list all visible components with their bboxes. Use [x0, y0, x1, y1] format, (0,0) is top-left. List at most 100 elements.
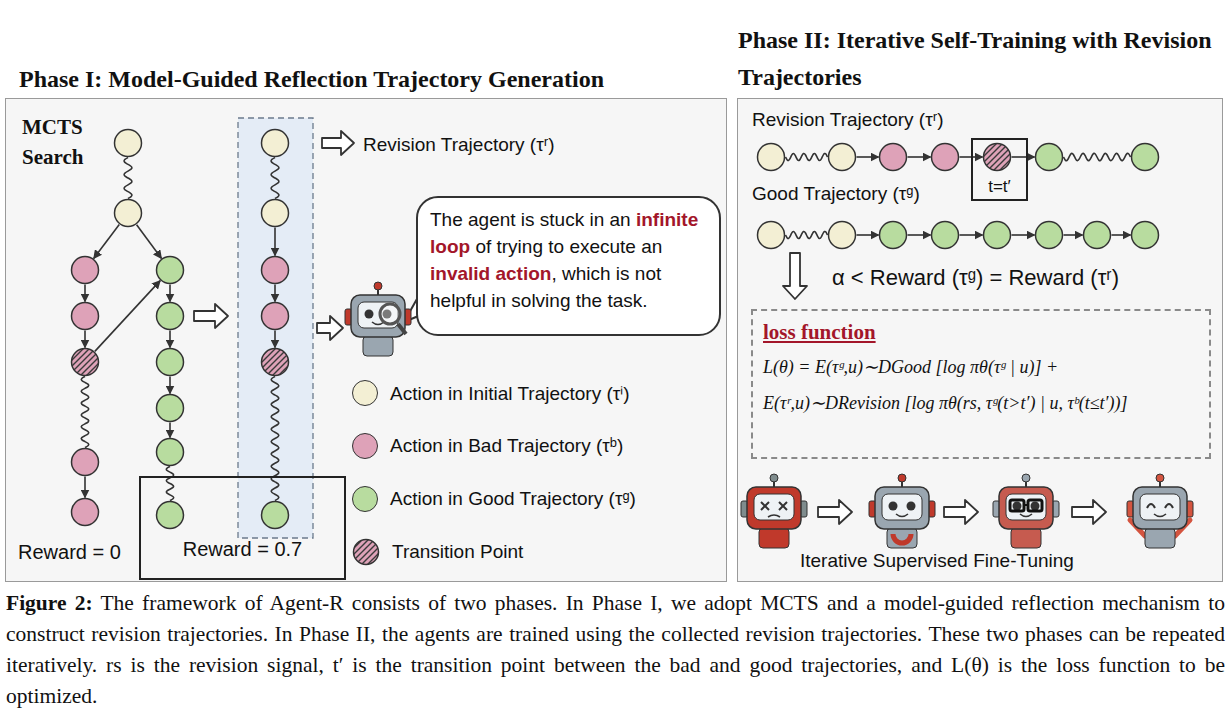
robot-face — [1140, 494, 1180, 520]
robot-antenna-tip — [770, 474, 778, 482]
robot-icon — [1127, 474, 1193, 548]
action-node — [1036, 222, 1063, 249]
action-node — [157, 303, 184, 330]
trajectory-label: Revision Trajectory (τʳ) — [752, 108, 944, 132]
robot-mouth — [896, 514, 908, 517]
legend-item: Action in Bad Trajectory (τᵇ) — [352, 419, 636, 472]
legend-text: Action in Bad Trajectory (τᵇ) — [390, 435, 623, 457]
condition-label: α < Reward (τᵍ) = Reward (τʳ) — [832, 264, 1119, 292]
reward-text: Reward = 0.7 — [141, 538, 344, 561]
step-arrow — [1064, 234, 1083, 236]
robot-antenna-tip — [374, 282, 382, 290]
reward-label: Reward = 0 — [18, 540, 121, 564]
wavy-link — [1064, 153, 1131, 160]
robot-body — [1011, 528, 1041, 548]
panel-heading: Phase I: Model-Guided Reflection Traject… — [19, 61, 604, 98]
step-arrow — [1012, 234, 1035, 236]
robot-icon — [345, 282, 411, 356]
step-arrow — [84, 331, 86, 348]
action-node — [932, 222, 959, 249]
action-node — [758, 222, 785, 249]
step-arrow — [1112, 234, 1131, 236]
robot-body — [363, 336, 393, 356]
action-node — [157, 349, 184, 376]
robot-body — [1145, 528, 1175, 548]
robot-face — [1006, 494, 1046, 520]
robot-glasses — [1024, 504, 1028, 506]
action-node — [262, 200, 289, 227]
action-node — [984, 222, 1011, 249]
legend-swatch — [352, 538, 380, 566]
reward-box: Reward = 0.7 — [139, 476, 346, 580]
action-node — [932, 144, 959, 171]
loss-text: L(θ) = E(τᵍ,u)∼DGood [log πθ(τᵍ | u)] + — [763, 353, 1199, 381]
hollow-arrow — [194, 304, 228, 328]
wavy-link — [786, 153, 828, 160]
robot-icon — [993, 474, 1059, 548]
caption-lead: Figure 2: — [6, 591, 93, 615]
action-node — [262, 257, 289, 284]
step-arrow — [94, 225, 120, 259]
action-node — [157, 502, 184, 529]
action-node — [829, 222, 856, 249]
robot-mouth — [768, 515, 780, 517]
transition-swatch — [354, 539, 379, 564]
robot-body — [887, 528, 917, 548]
robot-icon — [741, 474, 807, 548]
legend-text: Action in Initial Trajectory (τⁱ) — [390, 380, 630, 406]
legend-text: Action in Good Trajectory (τᵍ) — [390, 488, 636, 510]
magnifier-handle — [398, 324, 406, 334]
step-arrow — [274, 285, 276, 302]
action-node — [72, 303, 99, 330]
step-arrow — [169, 423, 171, 438]
process-label: Iterative Supervised Fine-Tuning — [800, 549, 1074, 573]
phase-panel: Phase II: Iterative Self-Training with R… — [737, 98, 1223, 582]
robot-antenna-tip — [898, 474, 906, 482]
step-arrow — [84, 285, 86, 302]
action-node — [262, 502, 289, 529]
robot-head — [747, 487, 801, 529]
robot-eye — [1013, 502, 1022, 511]
hollow-arrow — [818, 500, 852, 524]
action-node — [1036, 144, 1063, 171]
hollow-arrow — [944, 500, 978, 524]
wavy-link — [271, 377, 279, 501]
transition-node — [262, 349, 289, 376]
loss-box: loss functionL(θ) = E(τᵍ,u)∼DGood [log π… — [751, 309, 1211, 459]
action-node — [1132, 222, 1159, 249]
robot-face — [882, 494, 922, 520]
action-node — [72, 449, 99, 476]
robot-head — [999, 487, 1053, 529]
robot-eye — [365, 310, 374, 319]
action-node — [880, 222, 907, 249]
robot-antenna-tip — [1156, 474, 1164, 482]
step-arrow — [169, 377, 171, 394]
action-node — [157, 395, 184, 422]
action-node — [72, 499, 99, 526]
robot-antenna-tip — [1022, 474, 1030, 482]
transition-box: t=t′ — [971, 138, 1028, 201]
action-node — [157, 257, 184, 284]
action-node — [115, 130, 142, 157]
hollow-arrow — [317, 316, 343, 340]
legend: Action in Initial Trajectory (τⁱ) Action … — [352, 366, 636, 578]
step-arrow — [908, 234, 931, 236]
step-arrow — [84, 477, 86, 498]
step-arrow — [960, 234, 983, 236]
robot-eye — [1165, 504, 1173, 508]
action-node — [262, 130, 289, 157]
robot-eye — [1031, 502, 1040, 511]
robot-eye — [1147, 504, 1155, 508]
trajectory-label: Good Trajectory (τᵍ) — [752, 182, 920, 206]
wavy-link — [81, 377, 88, 448]
action-node — [72, 257, 99, 284]
action-node — [1084, 222, 1111, 249]
panel-ground — [5, 98, 727, 582]
action-node — [157, 439, 184, 466]
action-node — [115, 200, 142, 227]
action-node — [829, 144, 856, 171]
bubble-text: invalid action — [430, 263, 551, 284]
hollow-arrow — [322, 131, 354, 155]
transition-node — [72, 349, 99, 376]
